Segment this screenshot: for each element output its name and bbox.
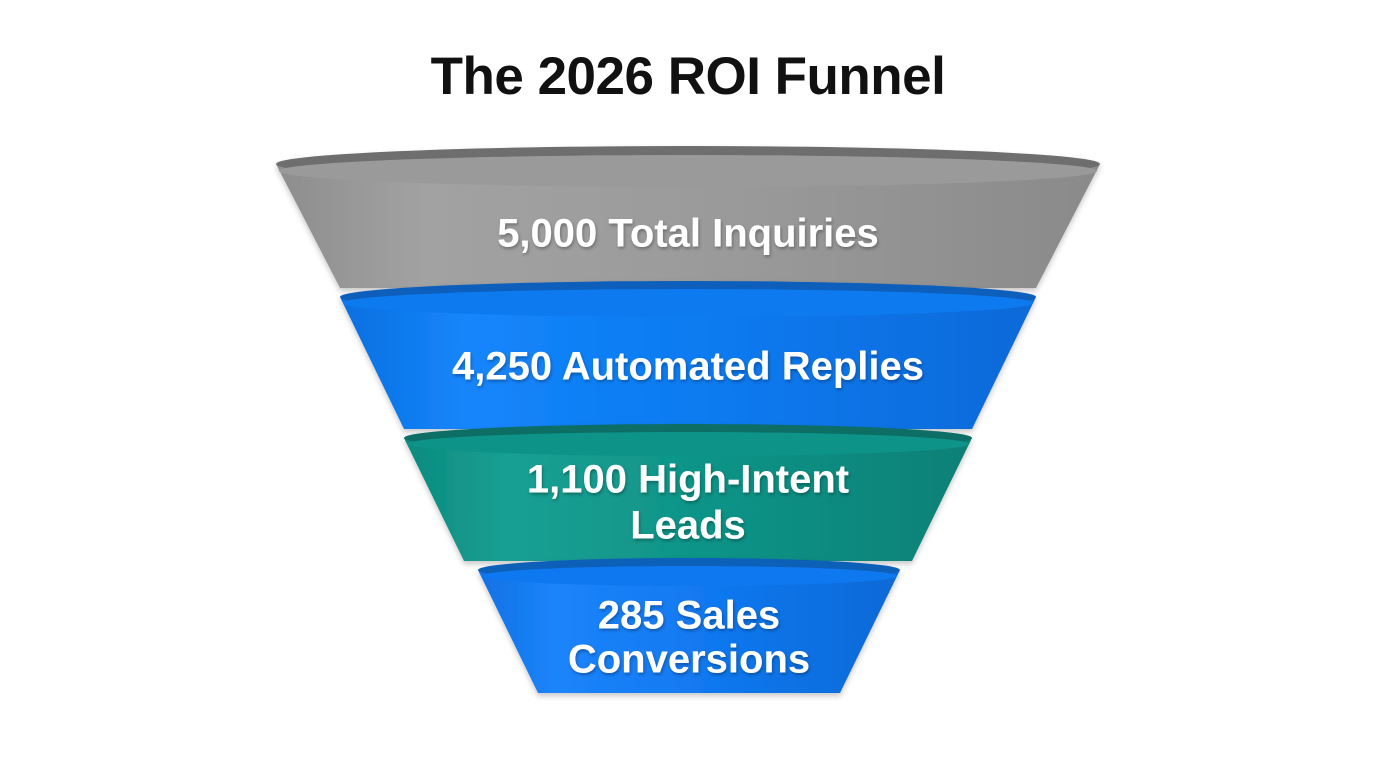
segment-body-4	[478, 570, 900, 693]
segment-label-4-line1: 285 Sales	[598, 594, 780, 638]
funnel-svg: 5,000 Total Inquiries 4,250 Automated Re…	[276, 146, 1100, 693]
segment-body-1	[276, 164, 1100, 288]
segment-rim-inner-1	[279, 155, 1097, 187]
funnel-segment-4[interactable]	[478, 558, 900, 693]
funnel-segment-1[interactable]	[276, 146, 1100, 288]
segment-rim-inner-2	[343, 289, 1033, 317]
funnel-diagram: 5,000 Total Inquiries 4,250 Automated Re…	[0, 140, 1376, 720]
segment-label-2: 4,250 Automated Replies	[452, 345, 924, 389]
segment-label-4-line2: Conversions	[568, 638, 810, 682]
segment-label-3-line2: Leads	[630, 504, 746, 548]
segment-label-3-line1: 1,100 High-Intent	[527, 458, 849, 502]
funnel-segment-3[interactable]	[404, 424, 972, 561]
page-title: The 2026 ROI Funnel	[430, 47, 946, 106]
segment-body-2	[340, 297, 1036, 429]
segment-body-3	[404, 438, 972, 561]
segment-label-1: 5,000 Total Inquiries	[497, 212, 879, 256]
segment-rim-inner-3	[407, 432, 969, 456]
segment-rim-inner-4	[481, 566, 897, 586]
funnel-segment-2[interactable]	[340, 281, 1036, 429]
